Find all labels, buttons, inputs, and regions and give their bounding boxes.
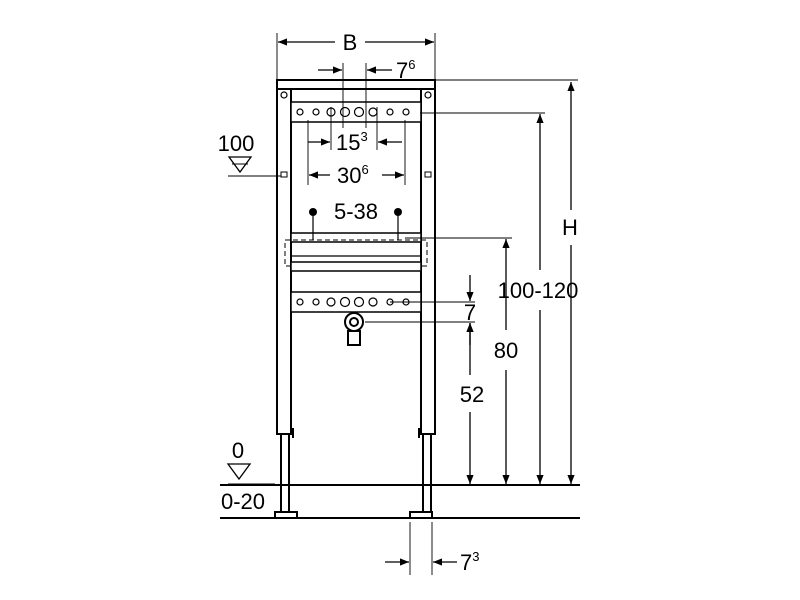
frame-right-leg <box>422 433 432 513</box>
frame-left-foot <box>274 511 298 519</box>
frame-left-leg <box>280 433 290 513</box>
label-height-h: H <box>562 215 578 240</box>
basin-crossbar <box>284 232 428 272</box>
frame-hole-icon <box>280 91 288 99</box>
label-7-3: 73 <box>460 549 479 575</box>
upper-mounting-plate <box>290 101 422 123</box>
label-52: 52 <box>460 382 484 407</box>
label-80: 80 <box>494 338 518 363</box>
frame-left-upright <box>276 88 292 435</box>
label-100-120: 100-120 <box>498 278 579 303</box>
frame-right-foot <box>409 511 433 519</box>
frame-top-rail <box>276 79 436 90</box>
drain-fitting-icon <box>344 312 364 346</box>
label-level-100: 100 <box>218 131 255 156</box>
label-width-b: B <box>343 30 358 55</box>
label-7: 7 <box>464 300 476 325</box>
frame-right-upright <box>420 88 436 435</box>
label-floor-range: 0-20 <box>221 489 265 514</box>
supply-marker-icon <box>309 208 402 240</box>
label-30-6: 306 <box>337 162 369 188</box>
lower-mounting-plate <box>290 291 422 313</box>
label-15-3: 153 <box>336 129 368 155</box>
label-level-0: 0 <box>232 438 244 463</box>
frame-hole-icon <box>424 91 432 99</box>
label-7-6: 76 <box>396 57 415 83</box>
label-5-38: 5-38 <box>334 199 378 224</box>
level-triangle-icon <box>226 463 252 481</box>
